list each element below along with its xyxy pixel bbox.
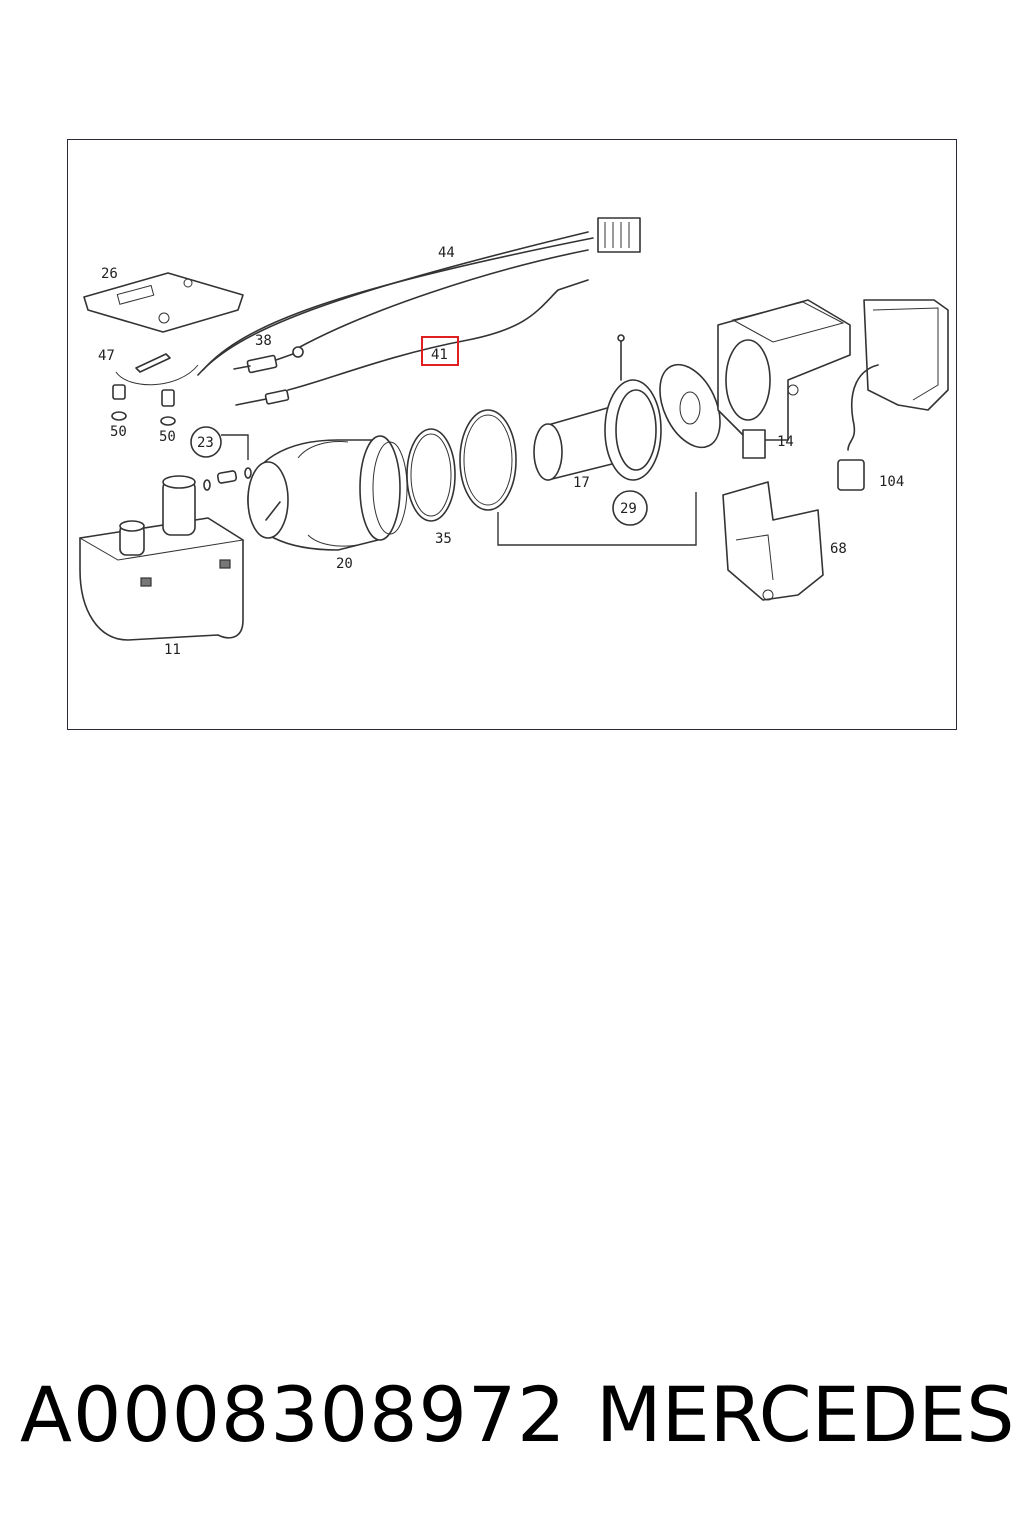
- callout-14: 14: [777, 434, 794, 450]
- callout-26: 26: [101, 266, 118, 282]
- callout-17: 17: [573, 475, 590, 491]
- gasket-plate-26[interactable]: [83, 272, 244, 333]
- callout-38: 38: [255, 333, 272, 349]
- callout-11: 11: [164, 642, 181, 658]
- callout-29: 29: [620, 501, 637, 517]
- callout-68: 68: [830, 541, 847, 557]
- callout-50-right: 50: [159, 429, 176, 445]
- callout-20: 20: [336, 556, 353, 572]
- screw-50-right[interactable]: [160, 389, 176, 426]
- heat-exchanger-20[interactable]: [247, 435, 408, 551]
- callout-41: 41: [431, 347, 448, 363]
- callout-41-highlight-box: [421, 336, 459, 366]
- motor-104[interactable]: [837, 299, 949, 491]
- parts-diagram-frame: 44 26 38 41 47: [67, 139, 957, 730]
- combustion-tube-17[interactable]: [533, 334, 662, 481]
- part-number: A0008308972: [20, 1370, 567, 1459]
- pin-set-23[interactable]: [190, 426, 252, 491]
- callout-35: 35: [435, 531, 452, 547]
- o-ring-35[interactable]: [406, 428, 456, 522]
- blower-housing-14[interactable]: [717, 299, 851, 459]
- callout-50-left: 50: [110, 424, 127, 440]
- sensor-38[interactable]: [233, 346, 304, 374]
- callout-104: 104: [879, 474, 904, 490]
- seal-kit-29[interactable]: [459, 409, 697, 546]
- callout-44: 44: [438, 245, 455, 261]
- brand-name: MERCEDES: [596, 1370, 1015, 1459]
- wiring-harness-44[interactable]: [197, 217, 641, 376]
- flange-disk[interactable]: [648, 355, 732, 457]
- bracket-68[interactable]: [722, 481, 824, 601]
- caption-footer: A0008308972 MERCEDES: [0, 1370, 1024, 1480]
- glow-pin-cable-41[interactable]: [235, 279, 589, 406]
- callout-47: 47: [98, 348, 115, 364]
- callout-23: 23: [197, 435, 214, 451]
- clip-47[interactable]: [115, 353, 199, 386]
- housing-11[interactable]: [78, 475, 245, 641]
- exploded-parts-diagram: 44 26 38 41 47: [78, 217, 949, 658]
- screw-50-left[interactable]: [111, 384, 127, 421]
